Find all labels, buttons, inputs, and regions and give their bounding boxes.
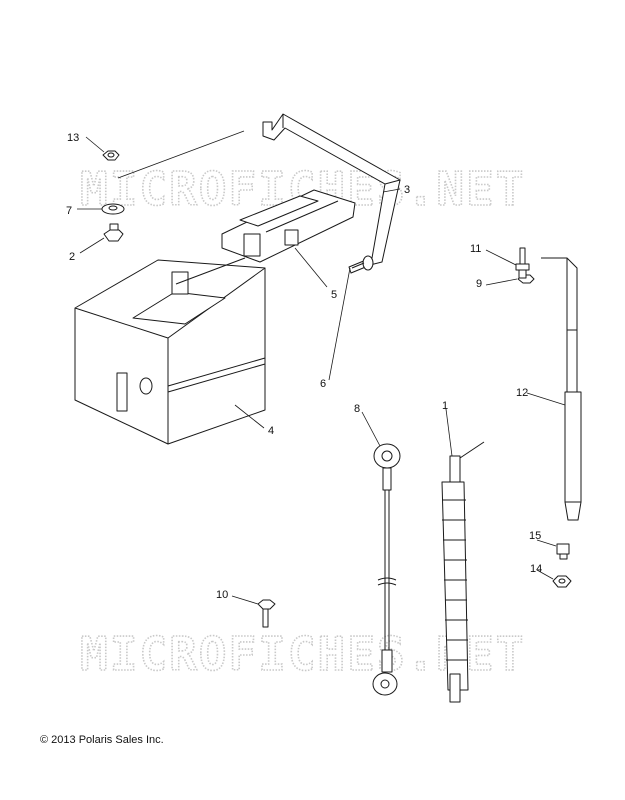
part-15-bolt[interactable]: [556, 543, 570, 560]
part-11-stud[interactable]: [515, 247, 530, 279]
part-12-strap[interactable]: [541, 257, 582, 521]
callout-10: 10: [216, 589, 228, 601]
callout-7: 7: [66, 205, 72, 217]
part-10-bolt[interactable]: [257, 599, 276, 628]
leader-lines: [77, 136, 566, 605]
callout-12: 12: [516, 387, 528, 399]
callout-5: 5: [331, 289, 337, 301]
callout-13: 13: [67, 132, 79, 144]
part-7-washer[interactable]: [101, 203, 125, 215]
part-1-cable[interactable]: [441, 441, 485, 703]
callout-14: 14: [530, 563, 542, 575]
callout-2: 2: [69, 251, 75, 263]
part-6-bolt[interactable]: [348, 255, 374, 274]
part-14-nut[interactable]: [552, 575, 572, 588]
callout-4: 4: [268, 425, 274, 437]
callout-3: 3: [404, 184, 410, 196]
copyright-text: © 2013 Polaris Sales Inc.: [40, 734, 164, 746]
part-13-nut[interactable]: [102, 150, 120, 161]
callout-labels: 13 7 2 3 5 4 6 9 11 12 8 1 15 14 10: [66, 132, 542, 601]
callout-1: 1: [442, 400, 448, 412]
leader-line-hold-down: [117, 130, 245, 179]
callout-11: 11: [470, 243, 481, 255]
callout-9: 9: [476, 278, 482, 290]
callout-8: 8: [354, 403, 360, 415]
part-4-battery[interactable]: [74, 233, 266, 445]
part-2-bolt[interactable]: [103, 223, 124, 242]
part-8-cable[interactable]: [372, 443, 401, 696]
callout-15: 15: [529, 530, 541, 542]
callout-6: 6: [320, 378, 326, 390]
